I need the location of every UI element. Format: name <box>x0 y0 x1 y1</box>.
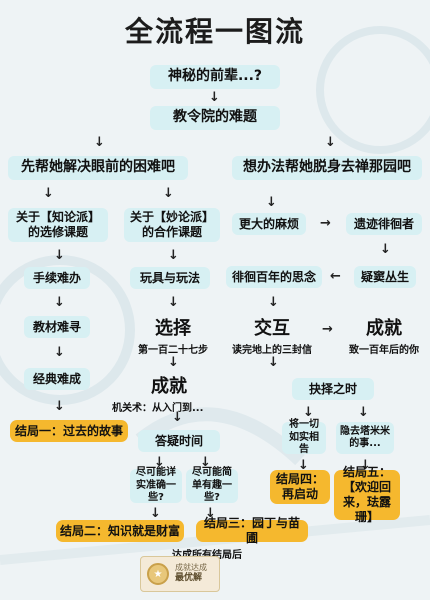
arrow-down: ↓ <box>358 405 369 420</box>
all-endings-text: 达成所有结局后 <box>172 546 242 561</box>
arrow-down-left: ↓ <box>94 135 105 150</box>
label-achievement-1: 成就 机关术：从入门到... <box>112 372 222 414</box>
arrow-left: ← <box>330 269 341 284</box>
arrow-right: → <box>322 322 333 337</box>
arrow-down: ↓ <box>298 458 309 473</box>
option-detailed: 尽可能详实准确一些? <box>130 467 182 503</box>
node-zhilun-topic: 关于【知论派】的选修课题 <box>8 208 108 242</box>
node-ending-3: 结局三：园丁与苗圃 <box>196 516 308 545</box>
arrow-down: ↓ <box>54 345 65 360</box>
node-hundred-year-longing: 徘徊百年的思念 <box>226 266 322 288</box>
arrow-down: ↓ <box>172 410 183 425</box>
arrow-down: ↓ <box>168 248 179 263</box>
achievement-2-title: 成就 <box>366 318 402 339</box>
arrow-down: ↓ <box>266 195 277 210</box>
node-decision-time: 抉择之时 <box>292 378 374 400</box>
arrow-down: ↓ <box>43 186 54 201</box>
option-hide-tamimi: 隐去塔米米的事... <box>336 422 394 454</box>
node-ruin-wanderer: 遗迹徘徊者 <box>346 213 422 235</box>
node-suspicion: 疑窦丛生 <box>354 266 416 288</box>
achievement-badge: ★ 成就达成 最优解 <box>140 556 220 592</box>
arrow-down: ↓ <box>360 458 371 473</box>
arrow-right: → <box>320 216 331 231</box>
arrow-down: ↓ <box>303 405 314 420</box>
badge-text: 成就达成 最优解 <box>175 563 207 585</box>
arrow-down: ↓ <box>200 455 211 470</box>
arrow-down: ↓ <box>54 295 65 310</box>
arrow-down: ↓ <box>54 248 65 263</box>
node-procedure-hard: 手续难办 <box>24 267 90 289</box>
page-title: 全流程一图流 <box>124 15 305 48</box>
achievement-1-subtitle: 机关术：从入门到... <box>112 403 204 414</box>
option-tell-truth: 将一切如实相告 <box>282 419 326 455</box>
choose-subtitle: 第一百二十七步 <box>138 345 208 356</box>
node-miaolun-topic: 关于【妙论派】的合作课题 <box>124 208 220 242</box>
node-qa-time: 答疑时间 <box>138 430 220 452</box>
arrow-down: ↓ <box>209 90 220 105</box>
arrow-down: ↓ <box>268 355 279 370</box>
badge-line-2: 最优解 <box>175 573 203 584</box>
achievement-2-subtitle: 致一百年后的你 <box>349 345 419 356</box>
arrow-down: ↓ <box>168 295 179 310</box>
arrow-down: ↓ <box>268 295 279 310</box>
node-academy-problem: 教令院的难题 <box>150 106 280 130</box>
arrow-down: ↓ <box>168 355 179 370</box>
node-ending-2: 结局二：知识就是财富 <box>56 520 184 542</box>
arrow-down: ↓ <box>154 455 165 470</box>
label-choose: 选择 第一百二十七步 <box>118 314 228 356</box>
badge-line-1: 成就达成 <box>175 562 207 572</box>
achievement-1-title: 成就 <box>151 376 187 397</box>
arrow-down: ↓ <box>150 506 161 521</box>
label-achievement-2: 成就 致一百年后的你 <box>340 314 428 356</box>
interact-subtitle: 读完地上的三封信 <box>232 345 312 356</box>
node-right-branch: 想办法帮她脱身去禅那园吧 <box>232 156 422 180</box>
arrow-down: ↓ <box>380 242 391 257</box>
arrow-down-right: ↓ <box>325 135 336 150</box>
option-simple: 尽可能简单有趣一些? <box>186 467 238 503</box>
node-bigger-trouble: 更大的麻烦 <box>232 213 306 235</box>
label-interact: 交互 读完地上的三封信 <box>222 314 322 356</box>
node-ending-1: 结局一：过去的故事 <box>10 420 128 442</box>
arrow-down: ↓ <box>54 399 65 414</box>
node-ending-5: 结局五：【欢迎回来，珐露珊】 <box>334 465 400 524</box>
arrow-down: ↓ <box>205 506 216 521</box>
arrow-down: ↓ <box>163 186 174 201</box>
node-toys-and-play: 玩具与玩法 <box>130 267 210 289</box>
interact-title: 交互 <box>254 318 290 339</box>
medal-icon: ★ <box>147 563 169 585</box>
node-classic-hard: 经典难成 <box>24 368 90 390</box>
node-ending-4: 结局四：再启动 <box>270 470 330 504</box>
node-textbook-hard: 教材难寻 <box>24 316 90 338</box>
node-left-branch: 先帮她解决眼前的困难吧 <box>8 156 188 180</box>
node-mysterious-senior: 神秘的前辈...? <box>150 65 280 89</box>
choose-title: 选择 <box>155 318 191 339</box>
